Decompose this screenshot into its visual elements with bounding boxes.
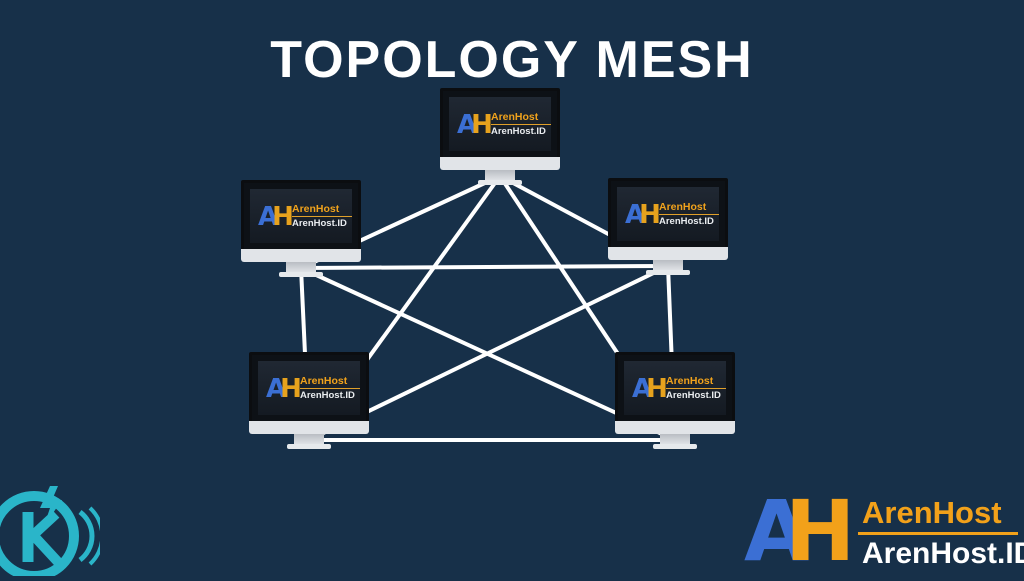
monitor-stand xyxy=(485,170,515,180)
monitor-base xyxy=(287,444,331,449)
brand-name: ArenHost xyxy=(862,495,1002,530)
monitor-base xyxy=(478,180,522,185)
ah-brand-logo-icon: AH xyxy=(744,482,856,580)
brand-url: ArenHost.ID xyxy=(862,537,1024,570)
screen-logo-url: ArenHost.ID xyxy=(659,216,714,227)
ah-logo-icon: AH xyxy=(457,110,493,140)
monitor-chin xyxy=(440,157,560,170)
screen-logo-url: ArenHost.ID xyxy=(292,218,347,229)
link-upper-left-upper-right xyxy=(299,264,670,270)
monitor-chin xyxy=(615,421,735,434)
monitor-base xyxy=(646,270,690,275)
screen-logo-name: ArenHost xyxy=(300,375,360,389)
monitor-chin xyxy=(249,421,369,434)
monitor-base xyxy=(653,444,697,449)
monitor-chin xyxy=(608,247,728,260)
screen-logo-url: ArenHost.ID xyxy=(666,390,721,401)
monitor-stand xyxy=(286,262,316,272)
screen-logo-name: ArenHost xyxy=(659,201,719,215)
brand-divider xyxy=(858,532,1018,535)
ah-logo-icon: AH xyxy=(632,374,668,404)
monitor-stand xyxy=(660,434,690,444)
ah-logo-icon: AH xyxy=(258,202,294,232)
ah-logo-icon: AH xyxy=(266,374,302,404)
ah-logo-icon: AH xyxy=(625,200,661,230)
k-lightning-logo-icon xyxy=(0,478,105,581)
screen-logo-url: ArenHost.ID xyxy=(491,126,546,137)
screen-logo-name: ArenHost xyxy=(491,111,551,125)
screen-logo-name: ArenHost xyxy=(292,203,352,217)
page-title: TOPOLOGY MESH xyxy=(270,31,754,89)
arenhost-brand-logo: AH ArenHost ArenHost.ID xyxy=(744,486,1024,576)
screen-logo-url: ArenHost.ID xyxy=(300,390,355,401)
monitor-stand xyxy=(294,434,324,444)
monitor-stand xyxy=(653,260,683,270)
screen-logo-name: ArenHost xyxy=(666,375,726,389)
monitor-chin xyxy=(241,249,361,262)
monitor-base xyxy=(279,272,323,277)
